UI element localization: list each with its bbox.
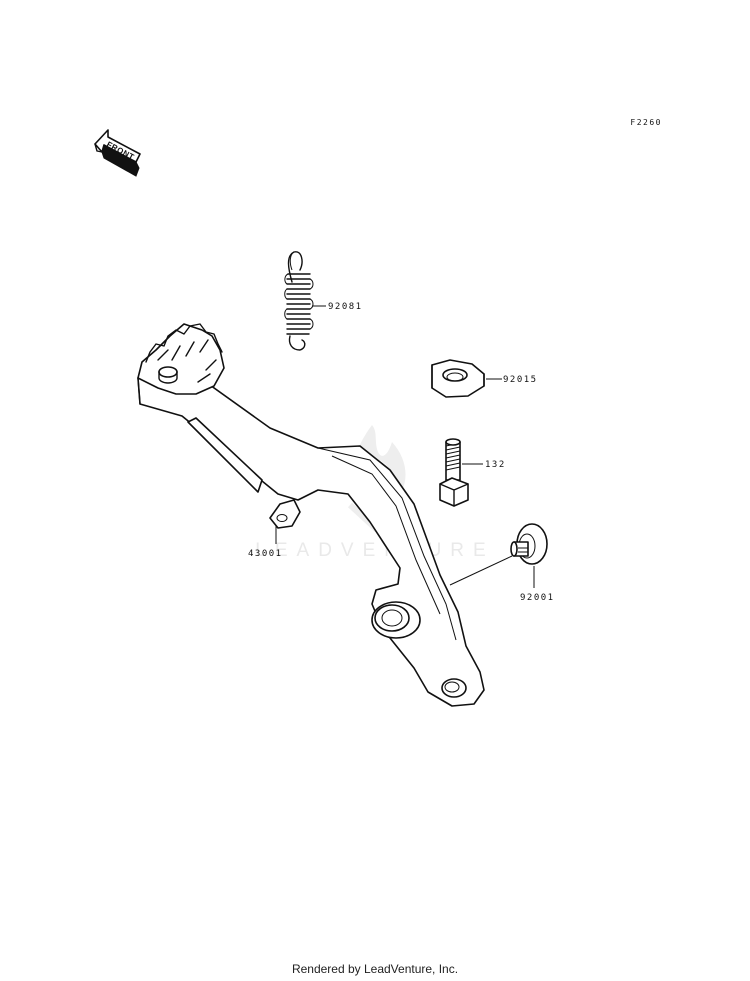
footer-credit: Rendered by LeadVenture, Inc. [291,962,459,976]
brake-pedal-part: 43001 [137,323,485,707]
bolt-callout: 132 [485,460,506,470]
spring-callout: 92081 [328,302,363,312]
watermark-text: LEADVENTURE [255,540,494,561]
bushing-leader [449,555,513,586]
bolt-part: 132 [439,438,506,507]
pedal-callout: 43001 [248,549,283,559]
ref-code: F2260 [630,118,662,127]
nut-part: 92015 [431,359,538,398]
bushing-part: 92001 [449,523,555,603]
spring-part: 92081 [284,251,363,351]
nut-callout: 92015 [503,375,538,385]
bushing-callout: 92001 [520,593,555,603]
front-arrow-icon: FRONT [94,129,141,177]
